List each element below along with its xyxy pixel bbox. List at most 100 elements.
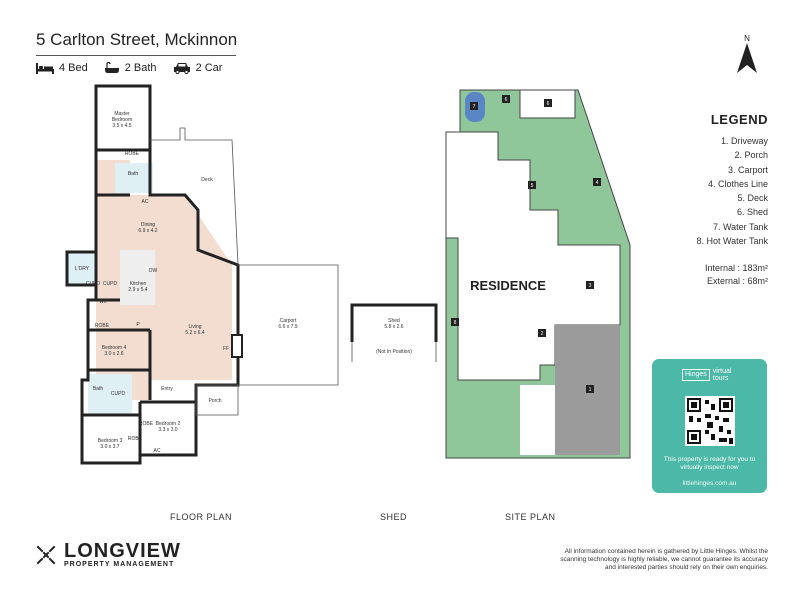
legend-item: 6. Shed [736, 207, 768, 218]
room-robe: ROBE [139, 421, 154, 427]
room-dishwasher: DW [149, 268, 158, 274]
title-divider [36, 55, 236, 56]
legend-item: 8. Hot Water Tank [696, 236, 768, 247]
shed-walls [350, 303, 438, 342]
room-cupd: CUPD [86, 281, 101, 287]
room-robe: ROBE [125, 151, 140, 157]
feature-bath-label: 2 Bath [124, 62, 157, 74]
residence-label: RESIDENCE [470, 278, 546, 293]
room-ff: FF [223, 346, 229, 352]
deck-outline [150, 127, 239, 266]
room-robe: ROBE [128, 436, 143, 442]
qr-code-icon[interactable] [685, 396, 735, 446]
tag-virtual: virtual [712, 368, 732, 375]
plans-drawing: .wall { fill: none; stroke: #222; stroke… [65, 84, 631, 465]
feature-bed: 4 Bed [36, 62, 88, 74]
longview-logo-icon [36, 545, 56, 564]
room-deck: Deck [201, 177, 213, 183]
legend-item: 4. Clothes Line [707, 178, 768, 189]
north-arrow-icon [737, 43, 757, 73]
laundry-area [67, 252, 97, 285]
carport-outline [238, 264, 339, 386]
room-pantry: P [136, 322, 140, 328]
marker-driveway: 1 [589, 387, 592, 393]
property-features: 4 Bed 2 Bath 2 Car [36, 62, 222, 74]
porch-outline [195, 384, 239, 416]
legend-item: 1. Driveway [720, 136, 768, 146]
marker-clothes-line: 4 [596, 180, 599, 186]
bed-icon [36, 62, 54, 74]
room-ac-2: AC [154, 448, 161, 454]
entry-path [520, 385, 555, 455]
legend-list: 1. Driveway 2. Porch 3. Carport 4. Cloth… [640, 134, 768, 248]
virtual-tours-tag: virtual tours [713, 368, 732, 382]
floor-outer-walls [80, 84, 240, 465]
internal-area: Internal : 183m² [704, 263, 768, 273]
room-wip: WIP [99, 299, 109, 305]
disclaimer-text: All information contained herein is gath… [560, 548, 768, 571]
laundry-wall [65, 250, 96, 287]
virtual-tour-card[interactable]: Hinges virtual tours This property is re… [652, 359, 767, 493]
marker-hot-water-tank: 8 [454, 320, 457, 326]
room-bath-2: Bath [93, 386, 104, 392]
car-icon [173, 63, 190, 74]
room-cupd: CUPD [103, 281, 118, 287]
kitchen-bench [120, 250, 155, 305]
room-robe: ROBE [95, 323, 110, 329]
area-summary: Internal : 183m² External : 68m² [640, 262, 768, 288]
marker-carport: 3 [589, 283, 592, 289]
brand-label: Hinges [682, 369, 710, 381]
site-plan: RESIDENCE 1 2 3 4 5 6 6 7 8 [445, 89, 631, 459]
property-address: 5 Carlton Street, Mckinnon [36, 30, 238, 49]
marker-deck: 5 [531, 183, 534, 189]
room-laundry: L'DRY [75, 266, 90, 272]
site-plan-label: SITE PLAN [505, 512, 556, 522]
virtual-tour-badge: Hinges virtual tours [682, 368, 731, 382]
marker-shed: 6 [547, 101, 550, 107]
room-ac: AC [142, 199, 149, 205]
agency-logo: LONGVIEW PROPERTY MANAGEMENT [36, 541, 181, 568]
tag-tours: tours [712, 375, 729, 382]
agency-name: LONGVIEW [64, 540, 181, 562]
floor-plan-label: FLOOR PLAN [170, 512, 233, 522]
bath-area [88, 374, 132, 414]
room-cupd: CUPD [111, 391, 126, 397]
agency-subtitle: PROPERTY MANAGEMENT [64, 561, 175, 568]
feature-car: 2 Car [173, 62, 223, 74]
legend-item: 5. Deck [737, 193, 768, 204]
north-compass: N [736, 34, 758, 75]
legend-item: 2. Porch [734, 150, 768, 161]
room-bath: Bath [128, 171, 139, 177]
legend-item: 7. Water Tank [712, 221, 768, 232]
feature-bed-label: 4 Bed [59, 62, 88, 74]
room-porch: Porch [208, 398, 221, 404]
external-area: External : 68m² [706, 276, 768, 286]
marker-porch: 2 [541, 331, 544, 337]
marker-water-tank: 7 [473, 104, 476, 110]
bath-icon [104, 62, 119, 73]
virtual-tour-url[interactable]: littlehinges.com.au [682, 480, 737, 487]
room-entry: Entry [161, 386, 173, 392]
virtual-tour-text: This property is ready for you to virtua… [663, 456, 756, 471]
feature-car-label: 2 Car [195, 62, 223, 74]
north-label: N [744, 34, 750, 43]
marker-shed: 6 [505, 97, 508, 103]
master-bath-area [115, 163, 153, 193]
shed-note: (Not In Position) [376, 349, 412, 355]
legend-item: 3. Carport [727, 164, 768, 175]
legend-title: LEGEND [710, 112, 768, 127]
shed-plan-label: SHED [380, 512, 408, 522]
feature-bath: 2 Bath [104, 62, 157, 74]
fireplace [231, 334, 243, 358]
